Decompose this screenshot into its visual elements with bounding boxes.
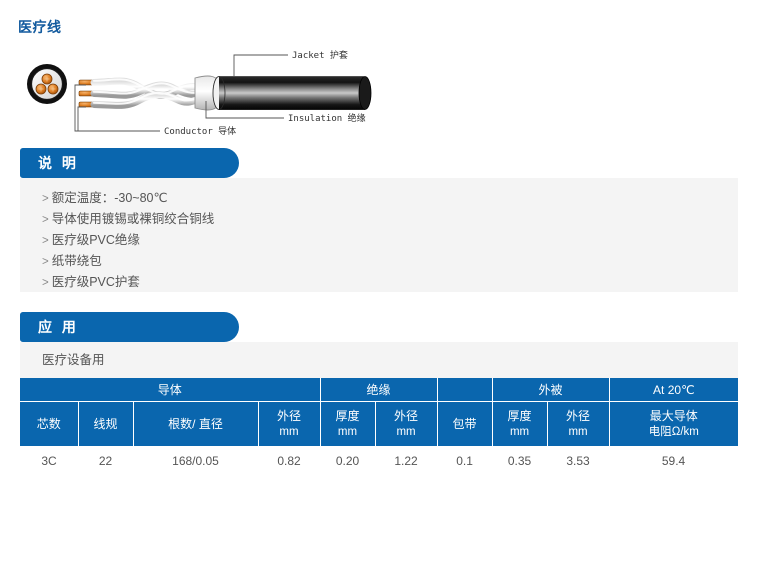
description-panel: >额定温度：-30~80℃ >导体使用镀锡或裸铜绞合铜线 >医疗级PVC绝缘 >… bbox=[20, 178, 738, 292]
application-heading-label: 应 用 bbox=[38, 319, 79, 335]
col-header-unit: mm bbox=[509, 426, 530, 438]
label-insulation: Insulation 绝缘 bbox=[288, 112, 366, 124]
group-header-empty bbox=[437, 378, 493, 402]
col-header-conductor-od: 外径 mm bbox=[258, 401, 321, 447]
cell-jacket-od: 3.53 bbox=[547, 446, 610, 475]
bullet-marker: > bbox=[42, 235, 49, 247]
col-header-strands-diameter: 根数/ 直径 bbox=[133, 401, 259, 447]
cell-insulation-od: 1.22 bbox=[375, 446, 438, 475]
bullet-marker: > bbox=[42, 214, 49, 226]
col-header-insulation-thickness: 厚度 mm bbox=[320, 401, 376, 447]
group-header-jacket: 外被 bbox=[492, 378, 610, 402]
col-header-jacket-od: 外径 mm bbox=[547, 401, 610, 447]
description-heading-label: 说 明 bbox=[38, 155, 79, 171]
col-header-max-resistance: 最大导体 电阻Ω/km bbox=[609, 401, 739, 447]
group-header-conductor: 导体 bbox=[20, 378, 321, 402]
description-item-text: 纸带绕包 bbox=[51, 254, 102, 268]
col-header-tape: 包带 bbox=[437, 401, 493, 447]
col-header-unit: mm bbox=[337, 426, 358, 438]
group-header-at-20c: At 20℃ bbox=[609, 378, 739, 402]
label-jacket: Jacket 护套 bbox=[292, 49, 348, 61]
cable-jacket bbox=[212, 76, 372, 110]
spec-table-wrapper: 导体 绝缘 外被 At 20℃ 芯数 线规 根数/ 直径 外径 mm bbox=[20, 378, 739, 475]
group-header-insulation: 绝缘 bbox=[320, 378, 438, 402]
bullet-marker: > bbox=[42, 277, 49, 289]
cable-cutaway-figure: Jacket 护套 Insulation 绝缘 Conductor 导体 bbox=[20, 42, 380, 137]
col-header-unit: mm bbox=[279, 426, 299, 438]
description-item-text: 医疗级PVC绝缘 bbox=[51, 233, 140, 247]
cell-strands-diameter: 168/0.05 bbox=[133, 446, 258, 475]
col-header-label: 外径 bbox=[394, 409, 419, 423]
description-item: >医疗级PVC护套 bbox=[42, 272, 738, 293]
cell-conductor-od: 0.82 bbox=[258, 446, 321, 475]
col-header-jacket-thickness: 厚度 mm bbox=[492, 401, 548, 447]
table-row: 3C 22 168/0.05 0.82 0.20 1.22 0.1 0.35 3… bbox=[20, 446, 739, 475]
cell-insulation-thickness: 0.20 bbox=[320, 446, 376, 475]
description-section-header: 说 明 bbox=[20, 148, 239, 178]
description-item-text: 额定温度：-30~80℃ bbox=[51, 191, 168, 205]
application-section-header: 应 用 bbox=[20, 312, 239, 342]
bullet-marker: > bbox=[42, 193, 49, 205]
description-item-text: 导体使用镀锡或裸铜绞合铜线 bbox=[51, 212, 215, 226]
col-header-label: 包带 bbox=[452, 417, 477, 431]
col-header-cores: 芯数 bbox=[20, 401, 79, 447]
application-text: 医疗设备用 bbox=[42, 353, 105, 367]
description-item-text: 医疗级PVC护套 bbox=[51, 275, 140, 289]
page-title: 医疗线 bbox=[18, 19, 62, 35]
description-item: >纸带绕包 bbox=[42, 251, 738, 272]
col-header-label: 外径 bbox=[566, 409, 591, 423]
col-header-insulation-od: 外径 mm bbox=[375, 401, 438, 447]
cell-tape: 0.1 bbox=[437, 446, 493, 475]
spec-table-column-header-row: 芯数 线规 根数/ 直径 外径 mm 厚度 mm 外径 mm bbox=[20, 401, 739, 447]
col-header-unit: 电阻Ω/km bbox=[648, 426, 699, 438]
spec-table-group-header-row: 导体 绝缘 外被 At 20℃ bbox=[20, 378, 739, 402]
spec-table: 导体 绝缘 外被 At 20℃ 芯数 线规 根数/ 直径 外径 mm bbox=[20, 378, 739, 475]
col-header-label: 芯数 bbox=[36, 417, 61, 431]
description-item: >导体使用镀锡或裸铜绞合铜线 bbox=[42, 209, 738, 230]
col-header-awg: 线规 bbox=[78, 401, 134, 447]
label-conductor: Conductor 导体 bbox=[164, 125, 236, 137]
application-panel: 医疗设备用 bbox=[20, 342, 738, 378]
leader-lines bbox=[74, 54, 288, 132]
col-header-label: 线规 bbox=[93, 417, 118, 431]
col-header-label: 根数/ 直径 bbox=[168, 417, 223, 431]
cell-awg: 22 bbox=[78, 446, 133, 475]
cell-cores: 3C bbox=[20, 446, 78, 475]
cell-jacket-thickness: 0.35 bbox=[492, 446, 548, 475]
col-header-label: 厚度 bbox=[507, 409, 532, 423]
description-item: >医疗级PVC绝缘 bbox=[42, 230, 738, 251]
cell-max-resistance: 59.4 bbox=[609, 446, 739, 475]
description-item: >额定温度：-30~80℃ bbox=[42, 188, 738, 209]
cable-cross-section-icon bbox=[27, 64, 67, 104]
col-header-unit: mm bbox=[568, 426, 588, 438]
col-header-label: 厚度 bbox=[335, 409, 360, 423]
bullet-marker: > bbox=[42, 256, 49, 268]
col-header-label: 最大导体 bbox=[649, 409, 698, 423]
col-header-label: 外径 bbox=[277, 409, 302, 423]
insulated-wires-highlight bbox=[93, 78, 205, 105]
col-header-unit: mm bbox=[396, 426, 416, 438]
